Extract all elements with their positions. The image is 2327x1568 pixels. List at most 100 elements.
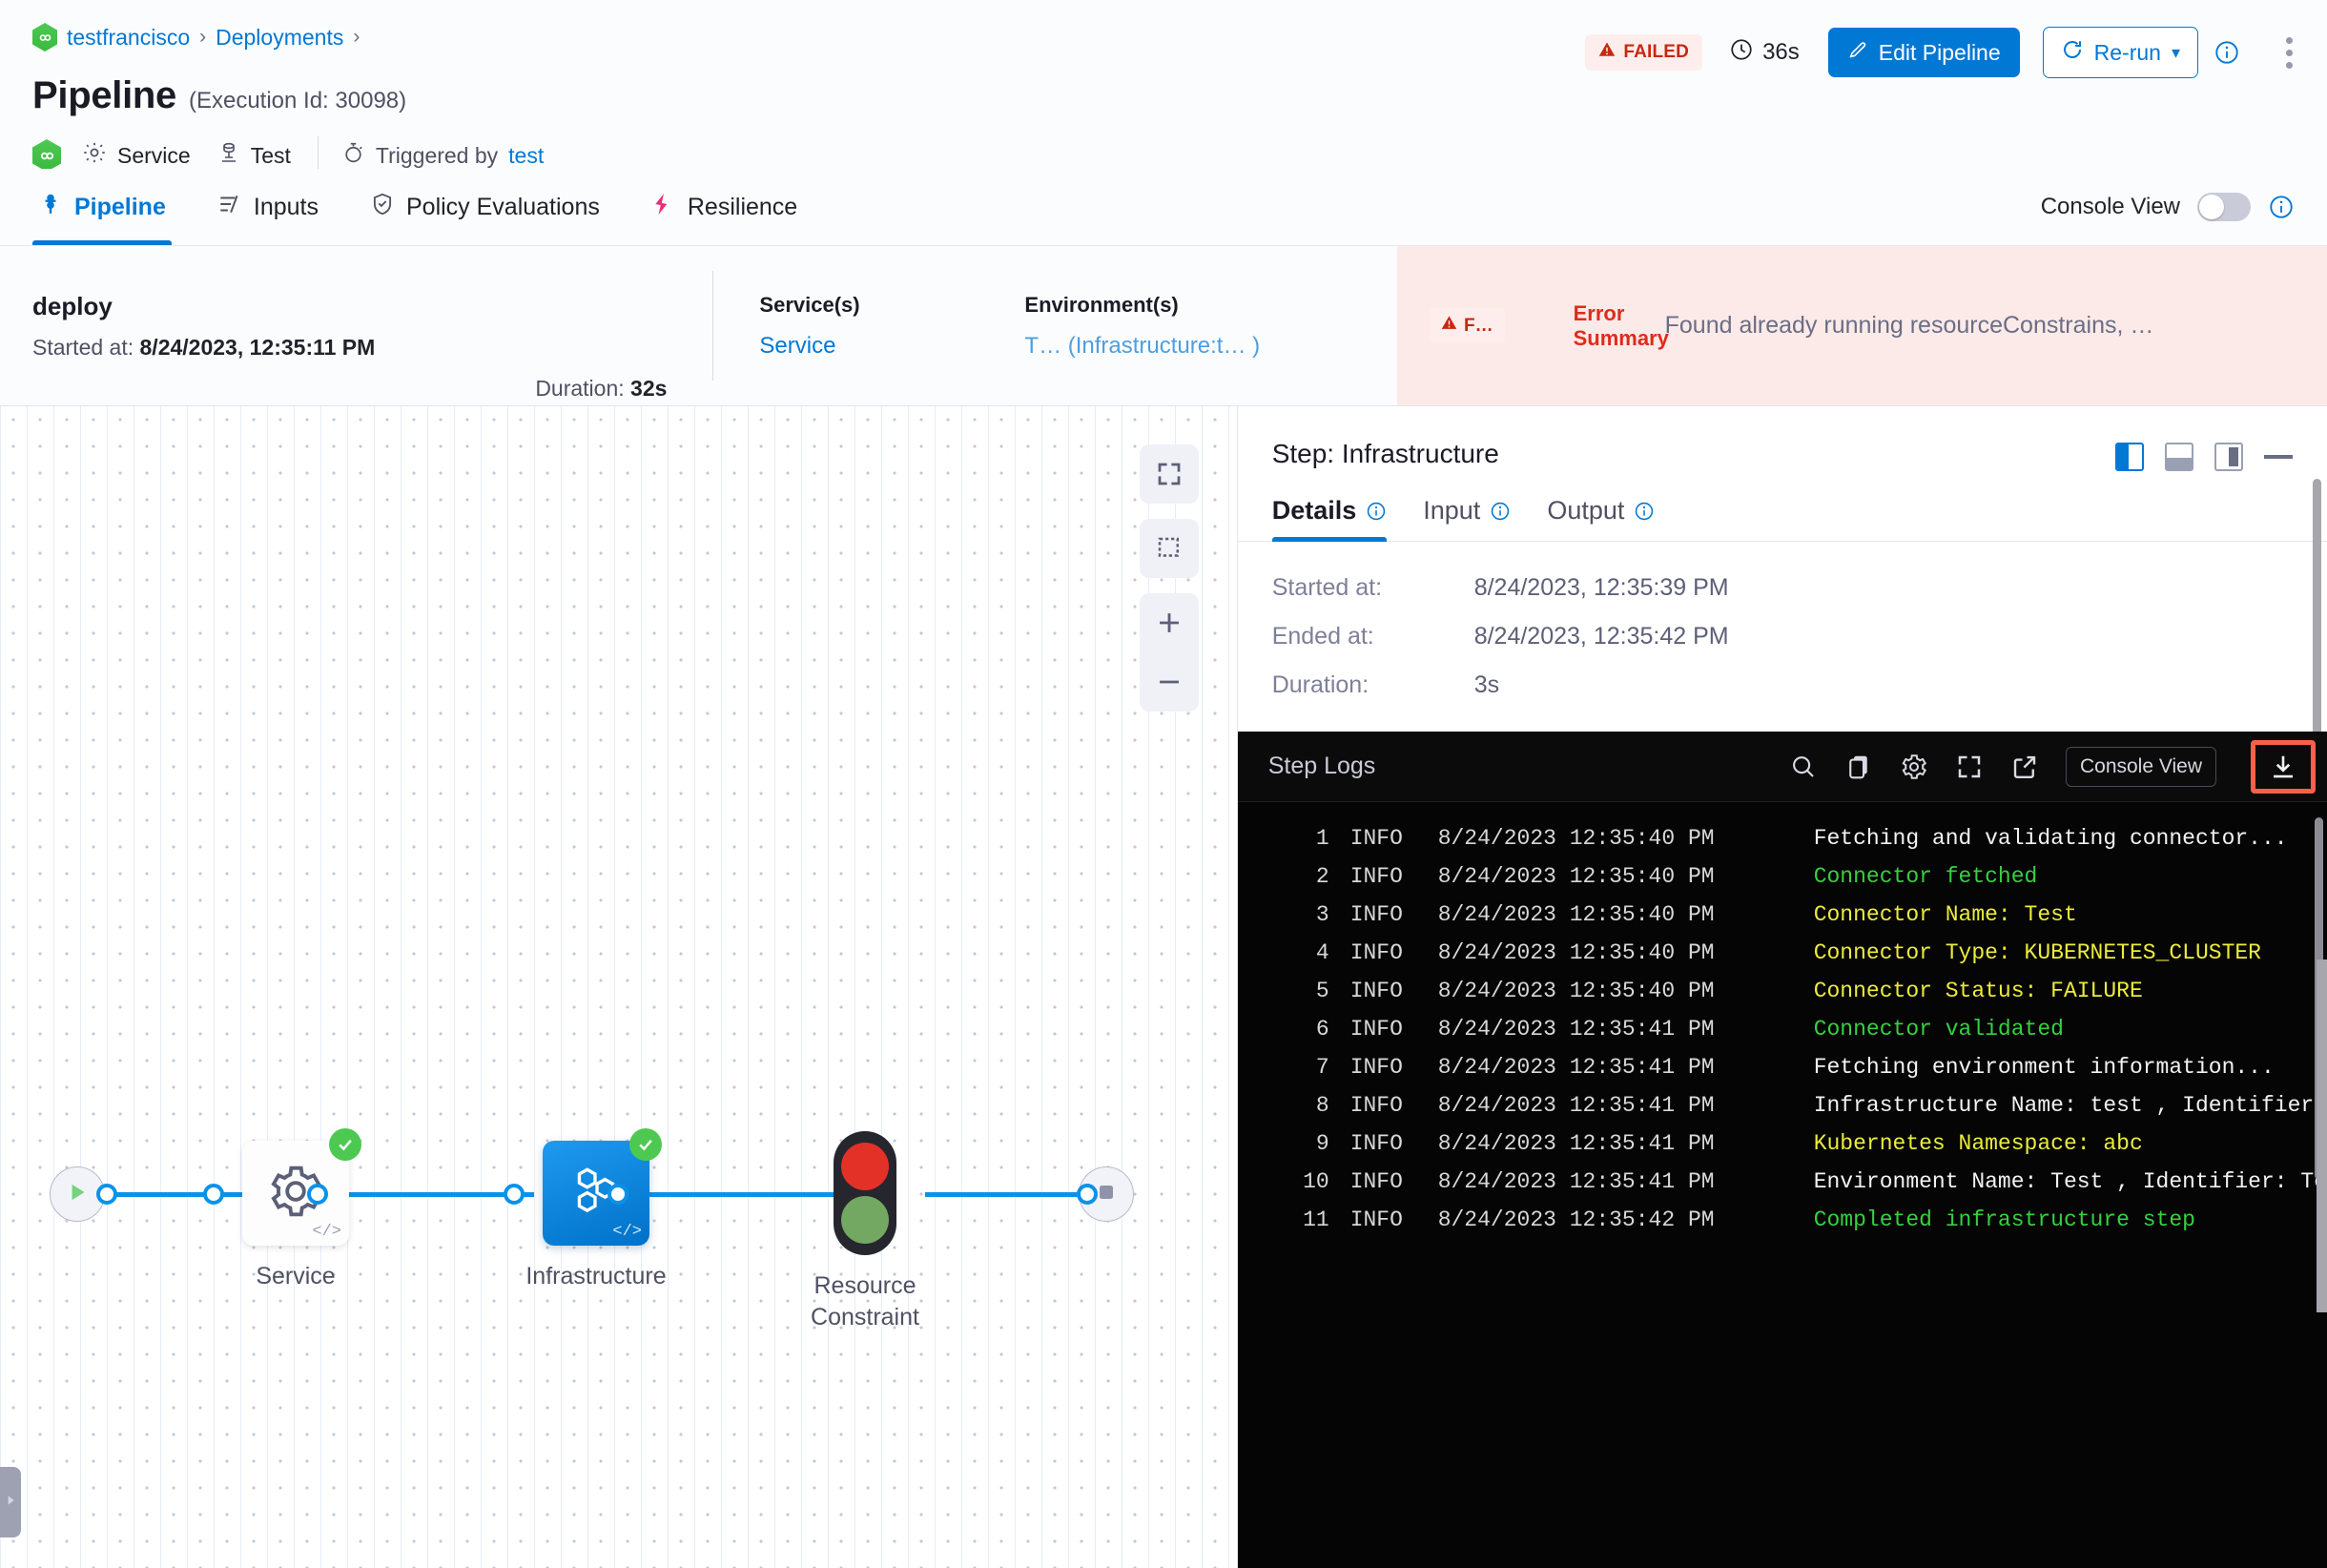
tab-policy-evaluations[interactable]: Policy Evaluations (364, 169, 606, 245)
log-line-level: INFO (1349, 826, 1403, 851)
execution-duration-label: 36s (1762, 39, 1800, 65)
infrastructure-icon (217, 141, 240, 170)
copy-icon[interactable] (1844, 753, 1873, 781)
tab-pipeline[interactable]: Pipeline (32, 169, 172, 245)
page-scrollbar[interactable] (2317, 959, 2327, 1312)
tab-input[interactable]: Input (1423, 496, 1511, 541)
services-value[interactable]: Service (759, 332, 836, 359)
warning-triangle-icon (1441, 315, 1457, 337)
breadcrumb-item-org[interactable]: testfrancisco (67, 24, 191, 50)
console-view-toggle[interactable] (2197, 193, 2251, 221)
graph-start-node[interactable] (50, 1166, 105, 1222)
stage-name: deploy (32, 291, 113, 320)
more-vertical-icon[interactable] (2280, 31, 2298, 74)
info-circle-icon[interactable] (1490, 501, 1511, 522)
expand-icon[interactable] (1955, 753, 1984, 781)
stage-info: deploy Started at: 8/24/2023, 12:35:11 P… (32, 292, 375, 361)
log-line-number: 6 (1315, 1017, 1329, 1042)
edge-service-infrastructure (315, 1192, 534, 1197)
step-logs-actions: Console View (1789, 739, 2327, 794)
external-link-icon[interactable] (2010, 753, 2039, 781)
log-line-message: Infrastructure Name: test , Identifier: (1813, 1093, 2327, 1118)
layout-right-panel-button[interactable] (2115, 443, 2144, 471)
node-card-service[interactable]: </> (242, 1128, 361, 1246)
detail-row-ended-at: Ended at: 8/24/2023, 12:35:42 PM (1272, 623, 2293, 650)
gear-icon[interactable] (1900, 753, 1928, 781)
layout-full-panel-button[interactable] (2214, 443, 2243, 471)
re-run-button[interactable]: Re-run ▾ (2042, 27, 2198, 78)
log-line: 8 INFO 8/24/2023 12:35:41 PM Infrastruct… (1238, 1086, 2327, 1124)
zoom-in-button[interactable] (1140, 593, 1199, 652)
info-circle-icon[interactable] (1366, 501, 1387, 522)
graph-node-service[interactable]: </> Service (210, 1128, 381, 1292)
log-line-message: Connector validated (1813, 1017, 2064, 1042)
detail-key: Ended at: (1271, 623, 1374, 650)
tab-resilience[interactable]: Resilience (646, 169, 803, 245)
zoom-out-button[interactable] (1140, 652, 1199, 712)
log-line-message: Completed infrastructure step (1813, 1207, 2195, 1232)
search-icon[interactable] (1789, 753, 1818, 781)
info-circle-icon[interactable] (1634, 501, 1655, 522)
tab-details[interactable]: Details (1271, 496, 1388, 542)
tab-details-label: Details (1271, 496, 1357, 525)
logs-console-view-button[interactable]: Console View (2065, 746, 2216, 787)
log-line-time: 8/24/2023 12:35:40 PM (1437, 864, 1715, 889)
environments-value[interactable]: T… (Infrastructure:t… ) (1024, 332, 1261, 359)
stage-started-value: 8/24/2023, 12:35:11 PM (139, 334, 376, 360)
page-header: testfrancisco › Deployments › Pipeline (… (0, 0, 2327, 246)
detail-key: Started at: (1271, 574, 1383, 601)
log-line-level: INFO (1349, 1131, 1403, 1156)
edit-pipeline-button[interactable]: Edit Pipeline (1827, 28, 2020, 77)
log-line-message: Connector Type: KUBERNETES_CLUSTER (1813, 940, 2261, 965)
tab-inputs[interactable]: Inputs (212, 169, 324, 245)
log-lines-list[interactable]: 1 INFO 8/24/2023 12:35:40 PM Fetching an… (1238, 802, 2327, 1568)
meta-test: Test (217, 141, 291, 170)
layout-bottom-panel-button[interactable] (2165, 443, 2193, 471)
execution-id-label: (Execution Id: 30098) (188, 88, 407, 113)
fit-to-screen-button[interactable] (1139, 444, 1199, 504)
info-circle-icon[interactable] (2214, 39, 2240, 66)
tab-output[interactable]: Output (1547, 496, 1655, 541)
summary-services: Service(s) Service (759, 293, 978, 360)
meta-trigger-user[interactable]: test (508, 142, 545, 168)
details-panel-scrollbar[interactable] (2313, 479, 2321, 918)
select-area-button[interactable] (1139, 519, 1199, 578)
code-icon[interactable]: </> (312, 1223, 341, 1241)
port-end-in (1077, 1184, 1098, 1205)
graph-node-resource-constraint[interactable]: Resource Constraint (779, 1131, 951, 1333)
pipeline-graph-canvas[interactable]: </> Service (0, 406, 1237, 1568)
traffic-light-icon[interactable] (834, 1131, 896, 1255)
warning-triangle-icon (1598, 41, 1616, 64)
breadcrumb-item-deployments[interactable]: Deployments (216, 24, 344, 50)
info-circle-icon[interactable] (2268, 194, 2295, 220)
harness-logo-icon (32, 23, 57, 52)
graph-node-infrastructure[interactable]: </> Infrastructure (510, 1128, 682, 1292)
download-logs-button[interactable] (2251, 739, 2316, 794)
stage-duration: Duration: 32s (535, 376, 667, 402)
tab-resilience-label: Resilience (687, 193, 798, 220)
chevron-down-icon: ▾ (2171, 42, 2180, 62)
step-logs-toolbar: Step Logs (1237, 732, 2327, 802)
check-circle-icon (629, 1128, 662, 1161)
step-logs-section: Step Logs (1237, 732, 2327, 1568)
log-line-level: INFO (1349, 902, 1403, 927)
gear-icon (82, 140, 107, 171)
node-card-infrastructure[interactable]: </> (543, 1128, 662, 1246)
code-icon[interactable]: </> (612, 1223, 642, 1241)
error-summary-label-line2: Summary (1573, 325, 1669, 350)
graph-node-service-label: Service (256, 1263, 336, 1289)
console-view-control: Console View (2041, 193, 2295, 221)
error-status-chip-label: F… (1464, 315, 1493, 336)
edge-infrastructure-resource (601, 1192, 849, 1197)
meta-service: Service (82, 140, 191, 171)
inputs-icon (217, 192, 242, 223)
left-panel-expand-handle[interactable] (0, 1467, 21, 1537)
error-status-chip: F… (1430, 308, 1505, 343)
minimize-icon[interactable] (2264, 455, 2293, 459)
log-line-level: INFO (1349, 1169, 1403, 1194)
chevron-right-icon (4, 1494, 17, 1512)
log-line-time: 8/24/2023 12:35:40 PM (1437, 979, 1715, 1003)
stage-duration-label: Duration: (535, 376, 625, 401)
step-details-panel: Step: Infrastructure Details Input (1236, 406, 2327, 1568)
graph-node-infrastructure-label: Infrastructure (525, 1263, 667, 1289)
